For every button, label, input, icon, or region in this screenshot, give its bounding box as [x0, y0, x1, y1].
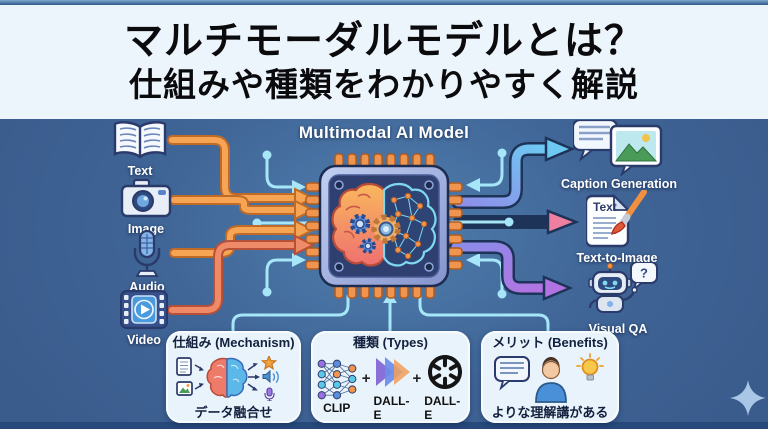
- book-icon: [113, 121, 167, 159]
- camera-icon: [120, 178, 172, 218]
- data-fusion-diagram-icon: [175, 355, 279, 401]
- benefits-panel-caption: よりな理解講がある: [491, 404, 609, 420]
- type-label-dalle-2: DALL-E: [424, 393, 461, 422]
- svg-text:?: ?: [640, 266, 648, 281]
- fusion-in-arrows: [194, 363, 204, 390]
- signal-line-right-bottom: [466, 253, 507, 299]
- page-title-line1: マルチモーダルモデルとは？: [123, 19, 644, 63]
- chip-screws: [334, 180, 434, 272]
- signal-line-left-bottom: [262, 253, 306, 297]
- clip-network-icon: [317, 359, 357, 399]
- signal-line-right-top: [466, 148, 507, 192]
- output-label-caption-generation: Caption Generation: [561, 177, 677, 191]
- question-bubble: ?: [630, 262, 658, 292]
- robot-icon: ?: [588, 262, 658, 313]
- type-item-clip: CLIP: [315, 358, 359, 415]
- connector-to-mechanism-panel: [231, 294, 350, 334]
- benefits-panel-title: メリット (Benefits): [492, 335, 608, 350]
- type-item-dalle-triangles: DALL-E: [374, 351, 410, 422]
- microphone-icon: [133, 230, 161, 277]
- input-label-video: Video: [127, 333, 161, 347]
- mechanism-panel: 仕組み (Mechanism): [166, 331, 301, 423]
- top-border-bar: [0, 0, 768, 5]
- title-banner: マルチモーダルモデルとは？ 仕組みや種類をわかりやすく解説: [0, 5, 768, 119]
- lightbulb-icon: [576, 353, 604, 381]
- mini-document-icon: [175, 356, 192, 376]
- input-label-image: Image: [127, 222, 165, 236]
- benefits-panel: メリット (Benefits) よりな: [481, 331, 619, 423]
- type-label-dalle-1: DALL-E: [373, 393, 410, 422]
- text-to-image-doc-label: Text: [593, 200, 617, 214]
- video-player-icon: [120, 290, 168, 330]
- person-icon: [535, 357, 567, 404]
- mechanism-panel-caption: データ融合せ: [194, 404, 273, 420]
- fusion-out-arrows: [247, 362, 260, 391]
- mini-star-icon: [260, 355, 277, 370]
- benefits-illustration: [494, 353, 604, 404]
- output-arrow-visual-qa: [449, 240, 574, 301]
- multimodal-chip-icon: [305, 153, 463, 299]
- text-to-image-icon: Text: [586, 190, 647, 248]
- mini-speaker-icon: [262, 369, 279, 383]
- input-arrow-video: [167, 234, 316, 315]
- bottom-border-bar: [0, 422, 768, 429]
- mini-image-icon: [175, 380, 193, 396]
- output-arrow-caption: [451, 136, 576, 209]
- gear-icons: [349, 213, 401, 254]
- plus-separator: +: [361, 369, 371, 387]
- plus-separator: +: [412, 369, 422, 387]
- speech-bubble-icon: [494, 356, 530, 391]
- types-panel-title: 種類 (Types): [353, 335, 428, 350]
- mechanism-panel-title: 仕組み (Mechanism): [172, 335, 295, 350]
- chip-pins: [305, 153, 463, 299]
- signal-line-left-top: [262, 150, 306, 194]
- sparkle-icon: [730, 380, 766, 416]
- type-label-clip: CLIP: [323, 400, 351, 415]
- paintbrush-icon: [611, 190, 647, 235]
- dalle-triangles-icon: [375, 356, 410, 387]
- input-label-text: Text: [127, 164, 153, 178]
- mini-brain-icon: [206, 357, 247, 398]
- page-title-line2: 仕組みや種類をわかりやすく解説: [129, 65, 639, 103]
- type-item-dalle-openai: DALL-E: [424, 351, 466, 422]
- chip-title: Multimodal AI Model: [298, 123, 470, 142]
- openai-logo-icon: [428, 354, 463, 389]
- input-arrow-image: [169, 195, 316, 221]
- mini-microphone-icon: [263, 387, 275, 401]
- caption-generation-icon: [573, 120, 663, 176]
- brain-right-half-icon: [382, 182, 437, 267]
- types-panel: 種類 (Types) CLI: [311, 331, 470, 423]
- connector-to-benefits-panel: [418, 294, 550, 334]
